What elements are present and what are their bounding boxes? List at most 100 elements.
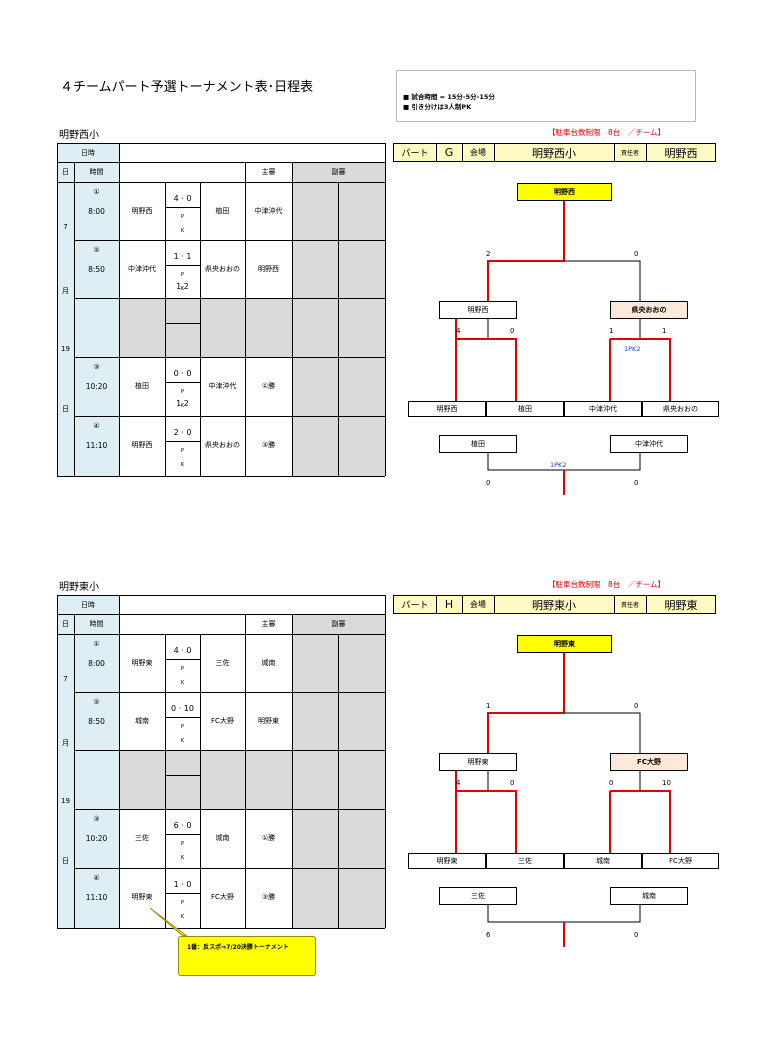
grid-line <box>57 595 385 596</box>
team-a: 三佐 <box>135 834 149 842</box>
referee: 中津沖代 <box>254 207 283 215</box>
bracket-semi-right-b <box>610 790 671 853</box>
grid-line <box>165 182 166 476</box>
team-b: 県央おおの <box>205 265 240 273</box>
header-referee: 主審 <box>261 620 276 628</box>
match-time: 8:50 <box>88 716 105 726</box>
header-time: 時間 <box>74 162 119 182</box>
grid-line <box>165 659 200 660</box>
match-time: 11:10 <box>85 440 108 450</box>
bracket-semi-right: 県央おおの <box>610 301 688 319</box>
grid-line <box>292 162 293 476</box>
match-time: 8:00 <box>88 658 105 668</box>
semi-pk: 1PK2 <box>624 345 641 353</box>
grid-line <box>292 614 293 928</box>
grid-line <box>165 382 200 383</box>
pk-score: 1 2 <box>176 281 189 291</box>
date-label: 月 <box>62 287 69 295</box>
date-label: 19 <box>61 797 70 805</box>
score: 0 · 0 <box>173 368 192 378</box>
team-b: 植田 <box>215 207 230 215</box>
team-a: 中津沖代 <box>128 265 156 273</box>
match-number: ③ <box>93 363 100 371</box>
grid-line <box>165 265 200 266</box>
grid-line <box>165 893 200 894</box>
semi-score-2: 0 <box>510 779 515 787</box>
semi-score-1: 4 <box>456 327 461 335</box>
final-score-right: 0 <box>634 250 639 258</box>
grid-line <box>57 143 385 144</box>
third-pk: 1PK2 <box>550 461 567 469</box>
manager-value: 明野東 <box>664 598 698 612</box>
date-label: 日 <box>62 857 69 865</box>
break-row <box>119 298 292 357</box>
referee: ①勝 <box>261 834 276 842</box>
date-label: 月 <box>62 739 69 747</box>
venue-label: 会場 <box>462 596 495 613</box>
grid-line <box>74 357 385 358</box>
bracket-third-left: 三佐 <box>439 887 517 905</box>
parking-limit: 【駐車台数制限 8台 ／チーム】 <box>548 128 666 137</box>
grid-line <box>200 182 201 476</box>
bracket-final-right <box>564 260 641 301</box>
grid-line <box>338 634 339 928</box>
final-score-left: 1 <box>486 702 491 710</box>
score: 6 · 0 <box>173 820 192 830</box>
referee: 城南 <box>261 659 276 667</box>
referee: 明野西 <box>258 265 279 273</box>
pk-p: P <box>180 389 184 395</box>
grid-line <box>245 614 246 928</box>
match-number: ① <box>93 640 100 648</box>
venue-value: 明野東小 <box>494 596 615 613</box>
pk-score <box>165 731 200 745</box>
semi-score-4: 10 <box>662 779 671 787</box>
part-value: G <box>436 144 463 161</box>
grid-line <box>74 868 385 869</box>
bracket-team-4: FC大野 <box>642 853 719 869</box>
pk-k: K <box>180 914 185 920</box>
bracket-third-right: 城南 <box>610 887 688 905</box>
manager-label: 責任者 <box>614 596 647 613</box>
date-label: 7 <box>63 675 68 683</box>
grid-line <box>57 162 385 163</box>
rules-note: ■ 試合時間 = 15分-5分-15分 ■ 引き分けは3人制PK <box>396 70 696 122</box>
header-assistant: 副審 <box>292 614 385 634</box>
pk-score <box>165 455 200 469</box>
page-title: ４チームパート予選トーナメント表･日程表 <box>60 80 314 95</box>
match-number: ③ <box>93 815 100 823</box>
pk-p: P <box>180 272 184 278</box>
grid-line <box>74 614 75 928</box>
grid-line <box>119 143 120 476</box>
semi-score-3: 0 <box>609 779 614 787</box>
match-time: 10:20 <box>85 833 108 843</box>
grid-line <box>74 240 385 241</box>
match-number: ④ <box>93 874 100 882</box>
bracket-semi-left-red <box>455 753 517 853</box>
match-number: ② <box>93 246 100 254</box>
manager-value: 明野西 <box>664 146 698 160</box>
grid-line <box>165 207 200 208</box>
bracket-semi-right: FC大野 <box>610 753 688 771</box>
part-value: H <box>436 596 463 613</box>
pk-k: K <box>180 462 185 468</box>
bracket-final-right <box>564 712 641 753</box>
grid-line <box>57 143 58 476</box>
match-time: 8:50 <box>88 264 105 274</box>
bracket-lines <box>455 653 671 947</box>
grid-line <box>57 634 385 635</box>
bracket-team-2: 三佐 <box>486 853 564 869</box>
team-a: 植田 <box>135 382 149 390</box>
grid-line <box>74 750 385 751</box>
pk-score <box>165 673 200 687</box>
pk-k: K <box>180 403 185 409</box>
pk-k: K <box>180 228 185 234</box>
pk-k: K <box>180 738 185 744</box>
score: 2 · 0 <box>173 427 192 437</box>
part-label: パート <box>394 144 437 161</box>
pk-score <box>165 848 200 862</box>
venue-section-label: 明野西小 <box>59 130 99 141</box>
bracket-third <box>487 905 641 923</box>
